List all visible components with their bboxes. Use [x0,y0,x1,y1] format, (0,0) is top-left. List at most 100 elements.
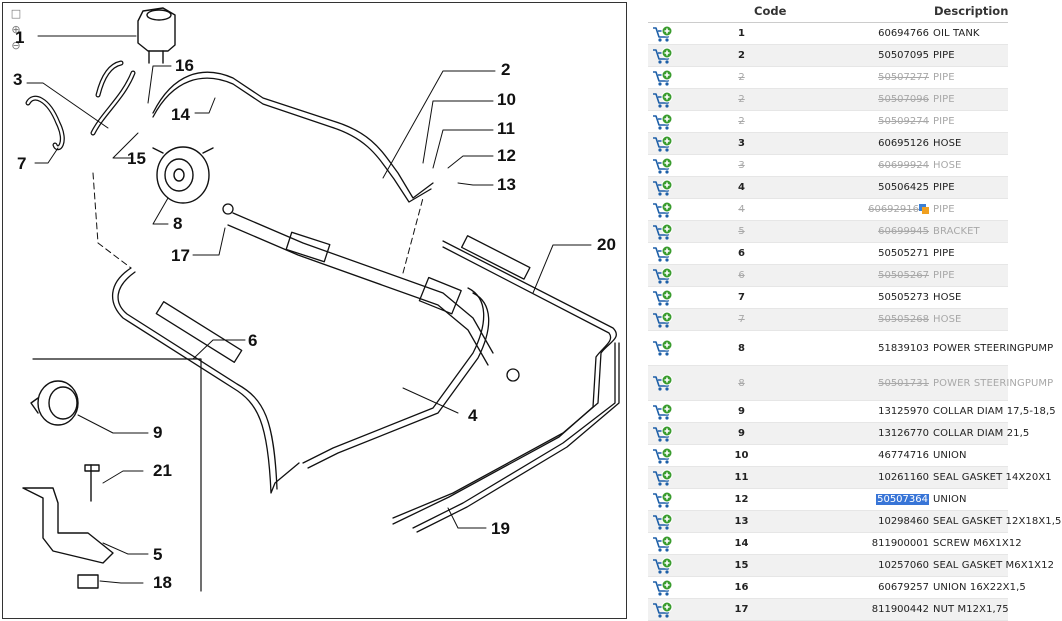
zoom-toolbar: □ ⊕ ⊖ [9,7,25,55]
part-description: SEAL GASKET 12X18X1,5 [932,510,1061,533]
add-to-cart-icon[interactable] [652,557,674,574]
add-to-cart-icon[interactable] [652,579,674,596]
part-code-cell: 50505271 [805,242,932,265]
add-to-cart-icon[interactable] [652,491,674,508]
part-code-cell: 50506425 [805,176,932,199]
add-to-cart-icon[interactable] [652,47,674,64]
add-to-cart-icon[interactable] [652,267,674,284]
zoom-in-icon[interactable]: ⊕ [11,23,21,36]
part-code: 60692916 [868,204,919,215]
add-to-cart-icon[interactable] [652,339,674,356]
part-ref: 16 [678,576,805,599]
part-ref: 2 [678,88,805,111]
add-to-cart-icon[interactable] [652,25,674,42]
add-to-cart-icon[interactable] [652,425,674,442]
pipe-top [152,71,434,203]
part-code-cell: 50507364 [805,488,932,511]
part-code-cell: 60692916 [805,198,932,221]
callout-2: 2 [501,60,510,79]
part-code: 50506425 [878,182,929,193]
part-description: COLLAR DIAM 21,5 [932,422,1029,445]
add-to-cart-cell [648,242,678,265]
add-to-cart-icon[interactable] [652,469,674,486]
add-to-cart-icon[interactable] [652,135,674,152]
part-ref: 13 [678,510,805,533]
part-description: POWER STEERINGPUMP [932,330,1053,366]
callout-13: 13 [497,175,516,194]
add-to-cart-icon[interactable] [652,447,674,464]
add-to-cart-icon[interactable] [652,601,674,618]
part-description: COLLAR DIAM 17,5-18,5 [932,400,1056,423]
selected-code[interactable]: 50507364 [876,494,929,505]
add-to-cart-icon[interactable] [652,113,674,130]
dashed-guides [92,172,424,274]
exploded-view-drawing: 1 2 3 4 5 6 7 8 9 10 11 12 13 14 15 16 1… [13,7,620,592]
part-code: 50505271 [878,248,929,259]
part-description: SEAL GASKET M6X1X12 [932,554,1054,577]
part-description: PIPE [932,110,1008,133]
add-to-cart-icon[interactable] [652,311,674,328]
add-to-cart-icon[interactable] [652,535,674,552]
add-to-cart-cell [648,598,678,621]
add-to-cart-icon[interactable] [652,403,674,420]
part-code-cell: 10257060 [805,554,932,577]
add-to-cart-cell [648,22,678,45]
fit-icon[interactable]: □ [10,7,22,20]
callout-labels: 1 2 3 4 5 6 7 8 9 10 11 12 13 14 15 16 1… [13,28,616,592]
pipe-20 [392,235,620,533]
part-ref: 10 [678,444,805,467]
part-ref: 14 [678,532,805,555]
add-to-cart-cell [648,576,678,599]
callout-20: 20 [597,235,616,254]
part-code-cell: 50505267 [805,264,932,287]
part-code: 50505268 [878,314,929,325]
add-to-cart-icon[interactable] [652,245,674,262]
part-code-cell: 811900442 [805,598,932,621]
part-code: 10298460 [878,516,929,527]
part-code-cell: 60695126 [805,132,932,155]
add-to-cart-icon[interactable] [652,289,674,306]
add-to-cart-icon[interactable] [652,157,674,174]
callout-3: 3 [13,70,22,89]
substitution-icon[interactable] [919,204,929,214]
zoom-out-icon[interactable]: ⊖ [11,39,21,52]
part-description: PIPE [932,198,1008,221]
add-to-cart-icon[interactable] [652,374,674,391]
add-to-cart-icon[interactable] [652,69,674,86]
part-description: PIPE [932,264,1008,287]
add-to-cart-icon[interactable] [652,223,674,240]
add-to-cart-icon[interactable] [652,91,674,108]
add-to-cart-icon[interactable] [652,179,674,196]
callout-10: 10 [497,90,516,109]
add-to-cart-icon[interactable] [652,513,674,530]
add-to-cart-icon[interactable] [652,201,674,218]
add-to-cart-cell [648,510,678,533]
